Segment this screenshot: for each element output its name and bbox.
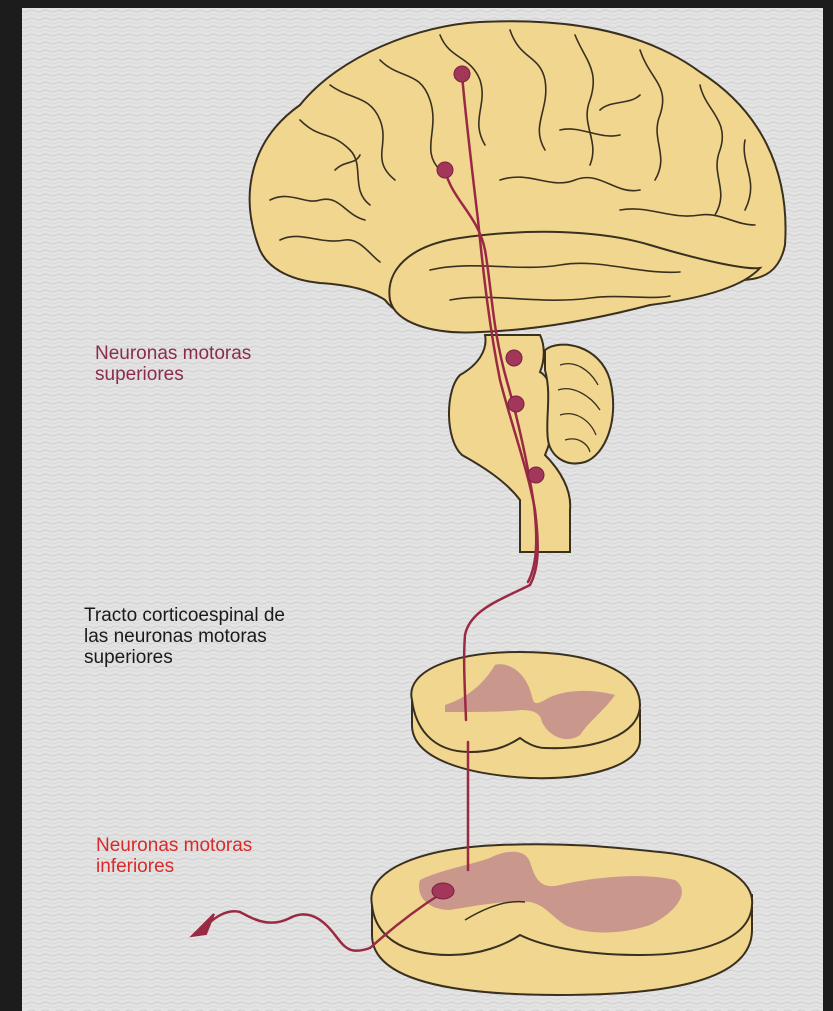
brainstem-neuron-body-3: [528, 467, 544, 483]
label-lower-motor-neurons: Neuronas motoras inferiores: [96, 835, 252, 877]
brainstem-neuron-body-1: [506, 350, 522, 366]
label-upper-motor-neurons: Neuronas motoras superiores: [95, 343, 251, 385]
label-tract-line-1: Tracto corticoespinal de: [84, 605, 285, 626]
spinal-cord-section-upper: [411, 652, 640, 778]
label-lower-line-1: Neuronas motoras: [96, 835, 252, 856]
label-upper-line-1: Neuronas motoras: [95, 343, 251, 364]
upper-neuron-body-1: [454, 66, 470, 82]
label-corticospinal-tract: Tracto corticoespinal de las neuronas mo…: [84, 605, 285, 668]
lower-neuron-body: [432, 883, 454, 899]
label-upper-line-2: superiores: [95, 364, 251, 385]
label-tract-line-2: las neuronas motoras: [84, 626, 285, 647]
brainstem-neuron-body-2: [508, 396, 524, 412]
spinal-cord-section-lower: [371, 844, 752, 995]
upper-neuron-body-2: [437, 162, 453, 178]
label-tract-line-3: superiores: [84, 647, 285, 668]
label-lower-line-2: inferiores: [96, 856, 252, 877]
